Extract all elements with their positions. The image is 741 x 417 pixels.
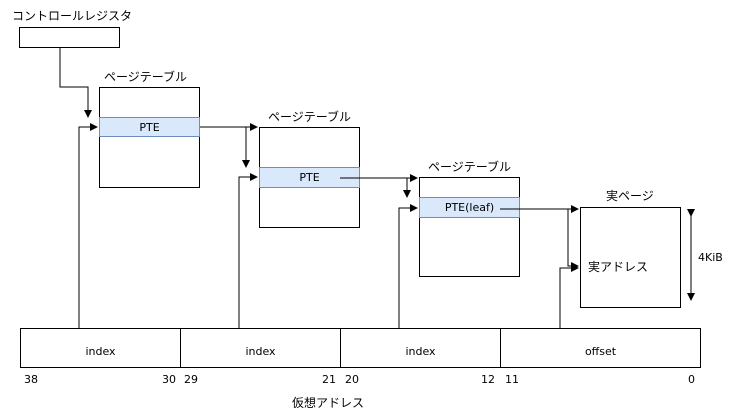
arrow-pte3-down xyxy=(567,209,579,270)
page-table-3 xyxy=(419,177,520,277)
page-table-1-title: ページテーブル xyxy=(104,70,188,84)
va-field-offset-label: offset xyxy=(584,345,617,358)
virtual-address-caption: 仮想アドレス xyxy=(292,396,365,410)
page-table-1-pte: PTE xyxy=(99,117,200,137)
bit-29: 29 xyxy=(184,373,198,386)
bit-12: 12 xyxy=(481,373,495,386)
bit-11: 11 xyxy=(505,373,519,386)
physical-page-box xyxy=(580,207,681,308)
va-field-vpn2-label: index xyxy=(85,345,116,358)
va-field-offset: offset xyxy=(500,328,701,368)
va-field-vpn0: index xyxy=(340,328,501,368)
page-table-3-title: ページテーブル xyxy=(428,160,512,174)
arrow-index3-to-pte3 xyxy=(398,204,418,328)
physical-page-title: 実ページ xyxy=(606,189,654,203)
bit-30: 30 xyxy=(162,373,176,386)
va-field-vpn0-label: index xyxy=(405,345,436,358)
va-field-vpn2: index xyxy=(20,328,181,368)
page-table-2-title: ページテーブル xyxy=(268,110,352,124)
page-table-1 xyxy=(99,87,200,188)
arrow-index1-to-pte1 xyxy=(78,123,98,328)
arrow-index2-to-pte2 xyxy=(238,173,258,328)
control-register-label: コントロールレジスタ xyxy=(12,9,133,23)
physical-address-label: 実アドレス xyxy=(588,260,649,274)
page-table-2-pte: PTE xyxy=(259,167,360,188)
bit-0: 0 xyxy=(688,373,695,386)
page-size-label: 4KiB xyxy=(698,251,723,264)
arrow-offset-to-addr xyxy=(559,264,579,328)
bit-20: 20 xyxy=(345,373,359,386)
bit-38: 38 xyxy=(24,373,38,386)
bit-21: 21 xyxy=(322,373,336,386)
control-register-box xyxy=(19,27,120,48)
page-table-3-pte: PTE(leaf) xyxy=(419,197,520,218)
arrow-cr-to-pt1 xyxy=(59,48,92,118)
va-field-vpn1-label: index xyxy=(245,345,276,358)
va-field-vpn1: index xyxy=(180,328,341,368)
